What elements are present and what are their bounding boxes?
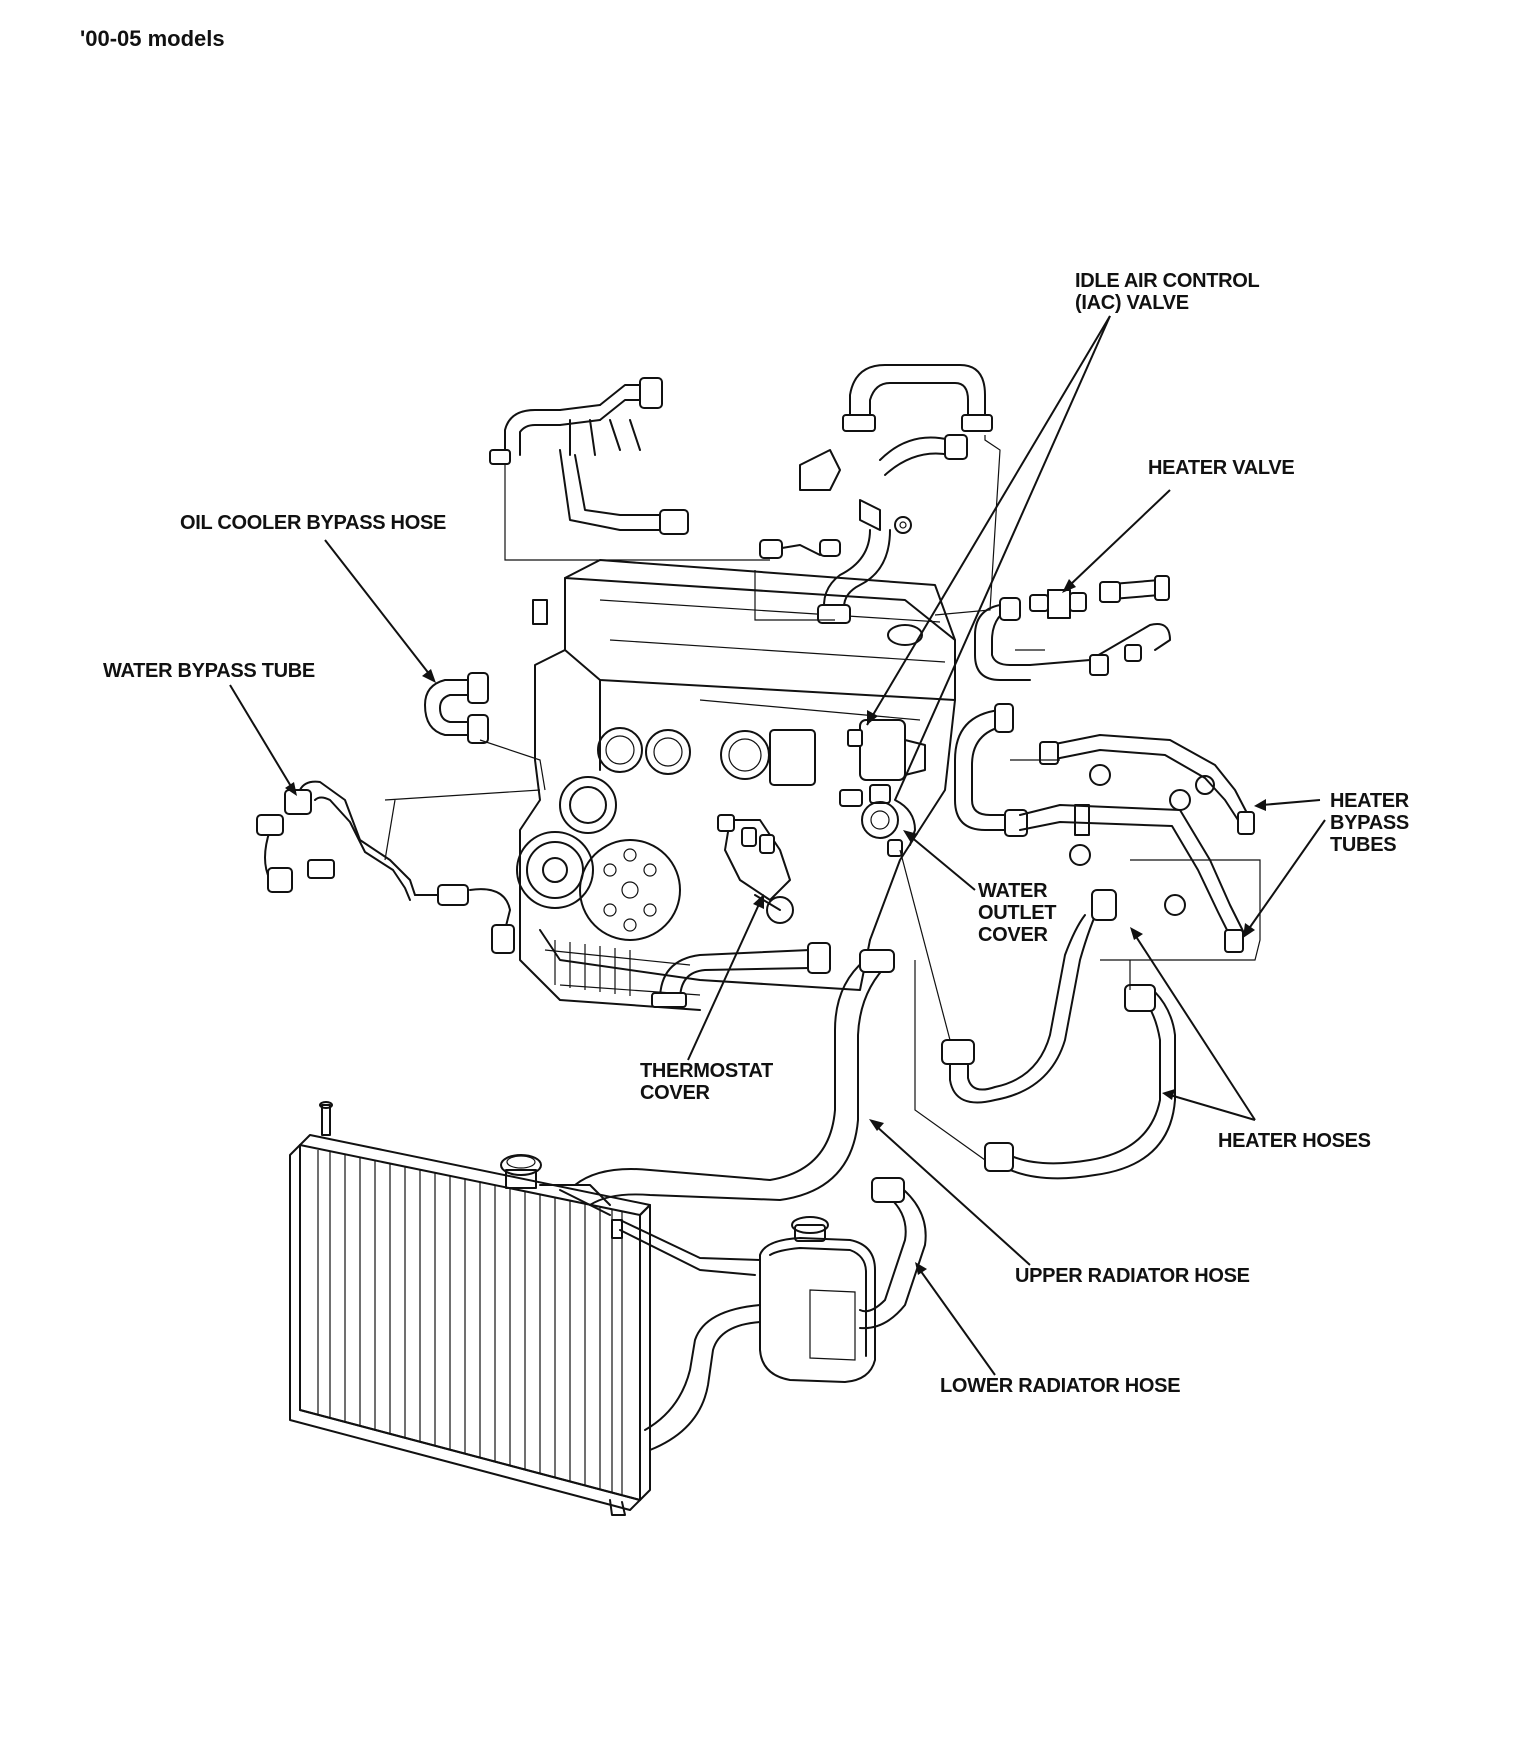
- heater-hoses-leader-1: [1134, 934, 1256, 1121]
- leader-lines: [229, 315, 1326, 1376]
- engine-block: [516, 559, 956, 1011]
- heater-valve-leader: [1069, 489, 1171, 586]
- label-heater-hoses: HEATER HOSES: [1218, 1130, 1371, 1152]
- heater-hoses: [899, 849, 1176, 1180]
- upper-radiator-leader: [874, 1124, 1031, 1266]
- water-outlet-leader: [909, 835, 976, 891]
- page-header: '00-05 models: [80, 26, 225, 51]
- lower-engine-hose: [651, 942, 831, 1008]
- label-heater-bypass-tubes: HEATER BYPASS TUBES: [1330, 790, 1409, 856]
- heater-hoses-leader-2: [1169, 1094, 1256, 1121]
- label-thermostat-cover: THERMOSTAT COVER: [640, 1060, 773, 1104]
- water-bypass-leader: [229, 684, 293, 789]
- upper-radiator-hose: [574, 949, 895, 1206]
- label-water-bypass-tube: WATER BYPASS TUBE: [103, 660, 315, 682]
- label-upper-radiator-hose: UPPER RADIATOR HOSE: [1015, 1265, 1250, 1287]
- radiator: [289, 1101, 651, 1516]
- heater-bypass-leader-1: [1261, 799, 1321, 806]
- thermostat-housing: [717, 814, 794, 924]
- lower-radiator-leader: [919, 1269, 996, 1376]
- bypass-hoses-left: [256, 672, 546, 954]
- iac-leader-2: [894, 315, 1111, 801]
- heater-valve-assembly: [954, 575, 1261, 961]
- heater-bypass-leader-2: [1247, 819, 1326, 931]
- label-lower-radiator-hose: LOWER RADIATOR HOSE: [940, 1375, 1181, 1397]
- iac-and-water-outlet: [839, 719, 926, 857]
- thermostat-leader: [687, 901, 761, 1061]
- label-heater-valve: HEATER VALVE: [1148, 457, 1295, 479]
- top-hoses: [489, 364, 1001, 624]
- iac-leader-1: [866, 315, 1111, 726]
- oil-cooler-leader: [324, 539, 431, 676]
- label-water-outlet-cover: WATER OUTLET COVER: [978, 880, 1057, 946]
- label-oil-cooler-bypass-hose: OIL COOLER BYPASS HOSE: [180, 512, 447, 534]
- label-iac-valve: IDLE AIR CONTROL (IAC) VALVE: [1075, 270, 1260, 314]
- reserve-tank: [619, 1216, 876, 1383]
- lower-radiator-hose: [644, 1177, 927, 1451]
